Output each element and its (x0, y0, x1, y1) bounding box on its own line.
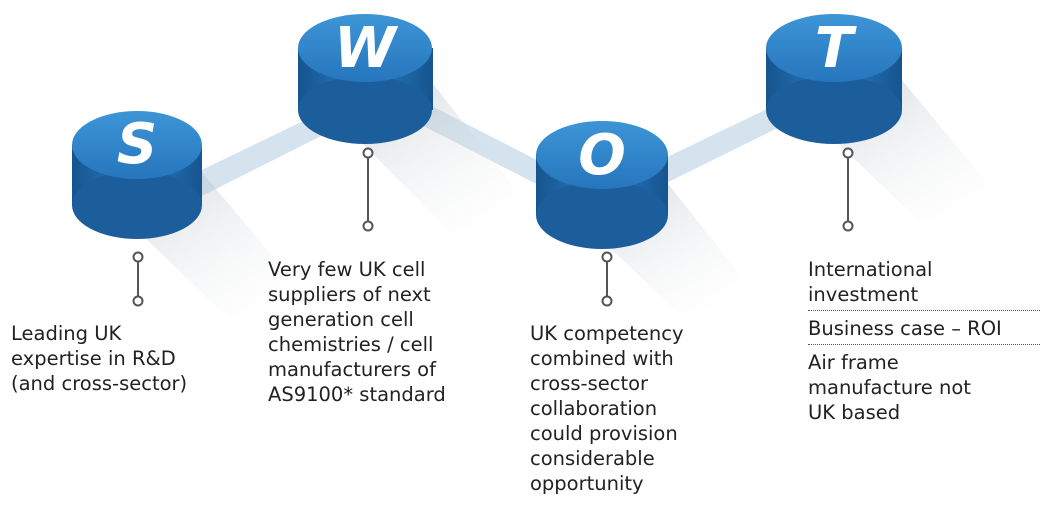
disc-w: W (298, 14, 540, 232)
weakness-line: chemistries / cell (268, 333, 434, 356)
weakness-line: suppliers of next (268, 283, 431, 306)
disc-o-letter: O (578, 123, 626, 188)
weakness-line: AS9100* standard (268, 383, 446, 406)
threat-text: International investment Business case –… (808, 257, 1040, 425)
threat-line: investment (808, 283, 919, 306)
opportunity-line: opportunity (530, 472, 644, 495)
threat-line: International (808, 258, 933, 281)
threat-item: Business case – ROI (808, 316, 1040, 345)
disc-o: O (536, 121, 760, 315)
threat-line: manufacture not (808, 376, 971, 399)
disc-o-top (536, 121, 668, 189)
threat-line: Air frame (808, 351, 899, 374)
disc-s: S (72, 111, 310, 320)
weakness-text: Very few UK cell suppliers of next gener… (268, 257, 446, 407)
connector-s-w (185, 108, 345, 198)
threat-line: Business case – ROI (808, 317, 1002, 340)
weakness-line: generation cell (268, 308, 414, 331)
disc-w-top (298, 14, 432, 82)
strength-line: Leading UK (11, 322, 122, 345)
opportunity-line: collaboration (530, 397, 658, 420)
disc-s-letter: S (117, 112, 157, 177)
disc-t-letter: T (815, 16, 857, 81)
opportunity-line: could provision (530, 422, 678, 445)
opportunity-line: combined with (530, 347, 674, 370)
threat-item: International investment (808, 257, 1040, 311)
disc-t: T (766, 14, 1010, 222)
pin-t (842, 147, 854, 232)
disc-t-top (766, 14, 902, 82)
threat-line: UK based (808, 401, 901, 424)
pin-w (362, 147, 374, 232)
strength-line: expertise in R&D (11, 347, 176, 370)
opportunity-line: considerable (530, 447, 655, 470)
connector-o-t (640, 98, 802, 190)
pin-s (132, 251, 144, 307)
disc-s-top (72, 111, 202, 179)
weakness-line: manufacturers of (268, 358, 436, 381)
disc-w-letter: W (334, 16, 399, 81)
weakness-line: Very few UK cell (268, 258, 426, 281)
strength-line: (and cross-sector) (11, 372, 188, 395)
pin-o (601, 251, 613, 307)
opportunity-text: UK competency combined with cross-sector… (530, 321, 684, 496)
opportunity-line: UK competency (530, 322, 684, 345)
opportunity-line: cross-sector (530, 372, 649, 395)
threat-item: Air frame manufacture not UK based (808, 350, 1040, 425)
strength-text: Leading UK expertise in R&D (and cross-s… (11, 321, 187, 396)
